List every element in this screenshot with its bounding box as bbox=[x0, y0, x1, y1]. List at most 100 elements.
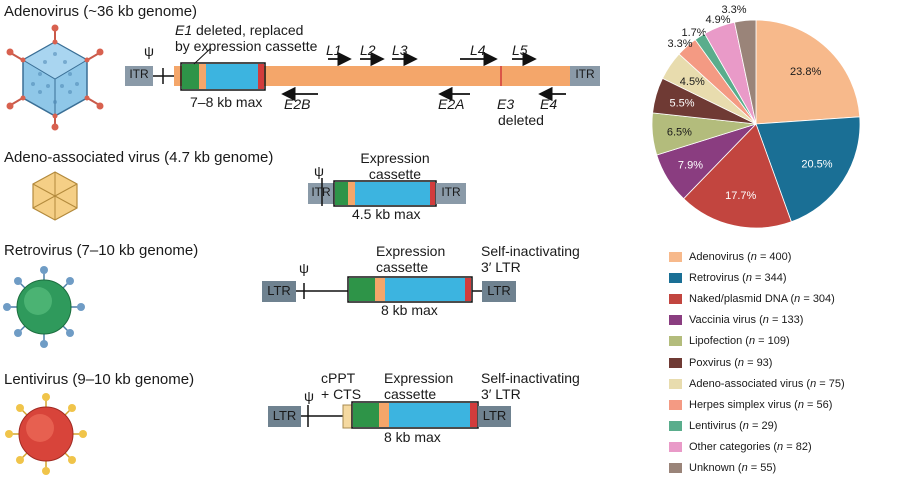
pie-slice-adenovirus bbox=[755, 19, 861, 125]
legend-swatch bbox=[669, 442, 682, 453]
adenovirus-title: Adenovirus (~36 kb genome) bbox=[4, 3, 198, 20]
retrovirus-genome-map bbox=[262, 276, 516, 303]
legend-swatch bbox=[669, 293, 682, 304]
adeno-e3-label: E3 bbox=[497, 96, 515, 112]
pie-label-poxvirus: 5.5% bbox=[670, 98, 695, 110]
adeno-l1-label: L1 bbox=[326, 42, 342, 58]
lenti-ltr-right-label: LTR bbox=[482, 408, 507, 423]
lenti-promoter-block bbox=[353, 403, 379, 427]
legend-item-poxvirus: Poxvirus (n = 93) bbox=[669, 352, 895, 373]
lentivirus-title: Lentivirus (9–10 kb genome) bbox=[4, 371, 195, 388]
legend-swatch bbox=[669, 421, 682, 432]
lenti-ltr-right-box bbox=[478, 406, 511, 427]
pie-label-naked-plasmid-dna: 17.7% bbox=[725, 190, 756, 202]
pie-legend: Adenovirus (n = 400) Retrovirus (n = 344)… bbox=[669, 246, 895, 479]
aav-particle-icon bbox=[32, 171, 78, 221]
legend-swatch bbox=[669, 336, 682, 347]
adeno-psi-label: ψ bbox=[144, 43, 154, 59]
aav-size-label: 4.5 kb max bbox=[352, 206, 421, 222]
adeno-itr-left-box bbox=[125, 66, 153, 86]
retro-utr-block bbox=[375, 278, 385, 301]
retro-psi-label: ψ bbox=[299, 260, 309, 276]
pie-label-unknown: 3.3% bbox=[721, 4, 746, 16]
adenovirus-genome-map bbox=[125, 47, 600, 102]
legend-swatch bbox=[669, 251, 682, 262]
legend-label: Adeno-associated virus (n = 75) bbox=[689, 377, 845, 390]
lenti-transgene-block bbox=[389, 403, 470, 427]
adeno-itr-left-label: ITR bbox=[129, 67, 149, 81]
aav-itr-left-box bbox=[308, 183, 334, 204]
lenti-ltr-left-box bbox=[268, 406, 301, 427]
legend-label: Naked/plasmid DNA (n = 304) bbox=[689, 292, 835, 305]
retro-polya-block bbox=[465, 278, 471, 301]
pie-label-lipofection: 6.5% bbox=[667, 127, 692, 139]
lenti-utr-block bbox=[379, 403, 389, 427]
lenti-psi-label: ψ bbox=[304, 388, 314, 404]
legend-swatch bbox=[669, 272, 682, 283]
adeno-polya-block bbox=[258, 64, 264, 89]
retro-ltr-left-box bbox=[262, 281, 296, 302]
aav-utr-block bbox=[348, 182, 355, 205]
legend-item-lentivirus: Lentivirus (n = 29) bbox=[669, 416, 895, 437]
legend-label: Retrovirus (n = 344) bbox=[689, 271, 787, 284]
legend-item-unknown: Unknown (n = 55) bbox=[669, 458, 895, 479]
adeno-promoter-block bbox=[182, 64, 199, 89]
legend-item-herpes-simplex-virus: Herpes simplex virus (n = 56) bbox=[669, 394, 895, 415]
lentivirus-genome-map bbox=[268, 401, 511, 429]
legend-item-naked-plasmid-dna: Naked/plasmid DNA (n = 304) bbox=[669, 288, 895, 309]
legend-item-adeno-associated-virus: Adeno-associated virus (n = 75) bbox=[669, 373, 895, 394]
aav-polya-block bbox=[430, 182, 435, 205]
adeno-cassette-frame bbox=[180, 62, 266, 91]
adenovirus-particle-icon bbox=[6, 24, 104, 131]
legend-label: Other categories (n = 82) bbox=[689, 441, 812, 454]
adeno-itr-right-box bbox=[570, 66, 600, 86]
aav-transgene-block bbox=[355, 182, 430, 205]
legend-item-retrovirus: Retrovirus (n = 344) bbox=[669, 267, 895, 288]
legend-label: Unknown (n = 55) bbox=[689, 462, 777, 475]
pie-label-other-categories: 4.9% bbox=[705, 14, 730, 26]
vector-usage-pie-chart: 23.8%20.5%17.7%7.9%6.5%5.5%4.5%3.3%1.7%4… bbox=[651, 4, 861, 229]
retro-ltr-right-label: LTR bbox=[487, 283, 511, 298]
aav-promoter-block bbox=[335, 182, 348, 205]
aav-genome-map bbox=[308, 178, 466, 207]
pie-label-vaccinia-virus: 7.9% bbox=[678, 159, 703, 171]
retrovirus-title: Retrovirus (7–10 kb genome) bbox=[4, 242, 199, 259]
adeno-e2b-label: E2B bbox=[284, 96, 311, 112]
adeno-e3-deleted-label: deleted bbox=[498, 112, 544, 128]
pie-label-adenovirus: 23.8% bbox=[790, 66, 821, 78]
lenti-polya-block bbox=[470, 403, 477, 427]
adeno-transgene-block bbox=[206, 64, 258, 89]
legend-label: Vaccinia virus (n = 133) bbox=[689, 314, 804, 327]
adeno-itr-right-label: ITR bbox=[575, 67, 595, 81]
adeno-utr-block bbox=[199, 64, 206, 89]
adeno-l5-label: L5 bbox=[512, 42, 528, 58]
pie-slice-naked-plasmid-dna bbox=[683, 123, 792, 229]
legend-item-other-categories: Other categories (n = 82) bbox=[669, 437, 895, 458]
retro-ltr-right-box bbox=[482, 281, 516, 302]
pie-label-retrovirus: 20.5% bbox=[801, 159, 832, 171]
adeno-e4-label: E4 bbox=[540, 96, 558, 112]
aav-title: Adeno-associated virus (4.7 kb genome) bbox=[4, 149, 274, 166]
legend-item-adenovirus: Adenovirus (n = 400) bbox=[669, 246, 895, 267]
lenti-ltr-left-label: LTR bbox=[272, 408, 297, 423]
aav-itr-right-box bbox=[436, 183, 466, 204]
aav-psi-label: ψ bbox=[314, 163, 324, 179]
lenti-size-label: 8 kb max bbox=[384, 429, 441, 445]
lenti-cppt-label: cPPT+ CTS bbox=[321, 370, 362, 402]
legend-label: Herpes simplex virus (n = 56) bbox=[689, 398, 833, 411]
legend-swatch bbox=[669, 399, 682, 410]
legend-label: Poxvirus (n = 93) bbox=[689, 356, 773, 369]
legend-item-vaccinia-virus: Vaccinia virus (n = 133) bbox=[669, 310, 895, 331]
adeno-backbone bbox=[174, 66, 570, 86]
pie-slice-unknown bbox=[734, 19, 757, 125]
retro-promoter-block bbox=[349, 278, 375, 301]
legend-swatch bbox=[669, 463, 682, 474]
aav-itr-left-label: ITR bbox=[311, 185, 331, 199]
legend-label: Lipofection (n = 109) bbox=[689, 335, 790, 348]
legend-label: Lentivirus (n = 29) bbox=[689, 420, 778, 433]
adeno-l2-label: L2 bbox=[360, 42, 376, 58]
adeno-l3-label: L3 bbox=[392, 42, 408, 58]
